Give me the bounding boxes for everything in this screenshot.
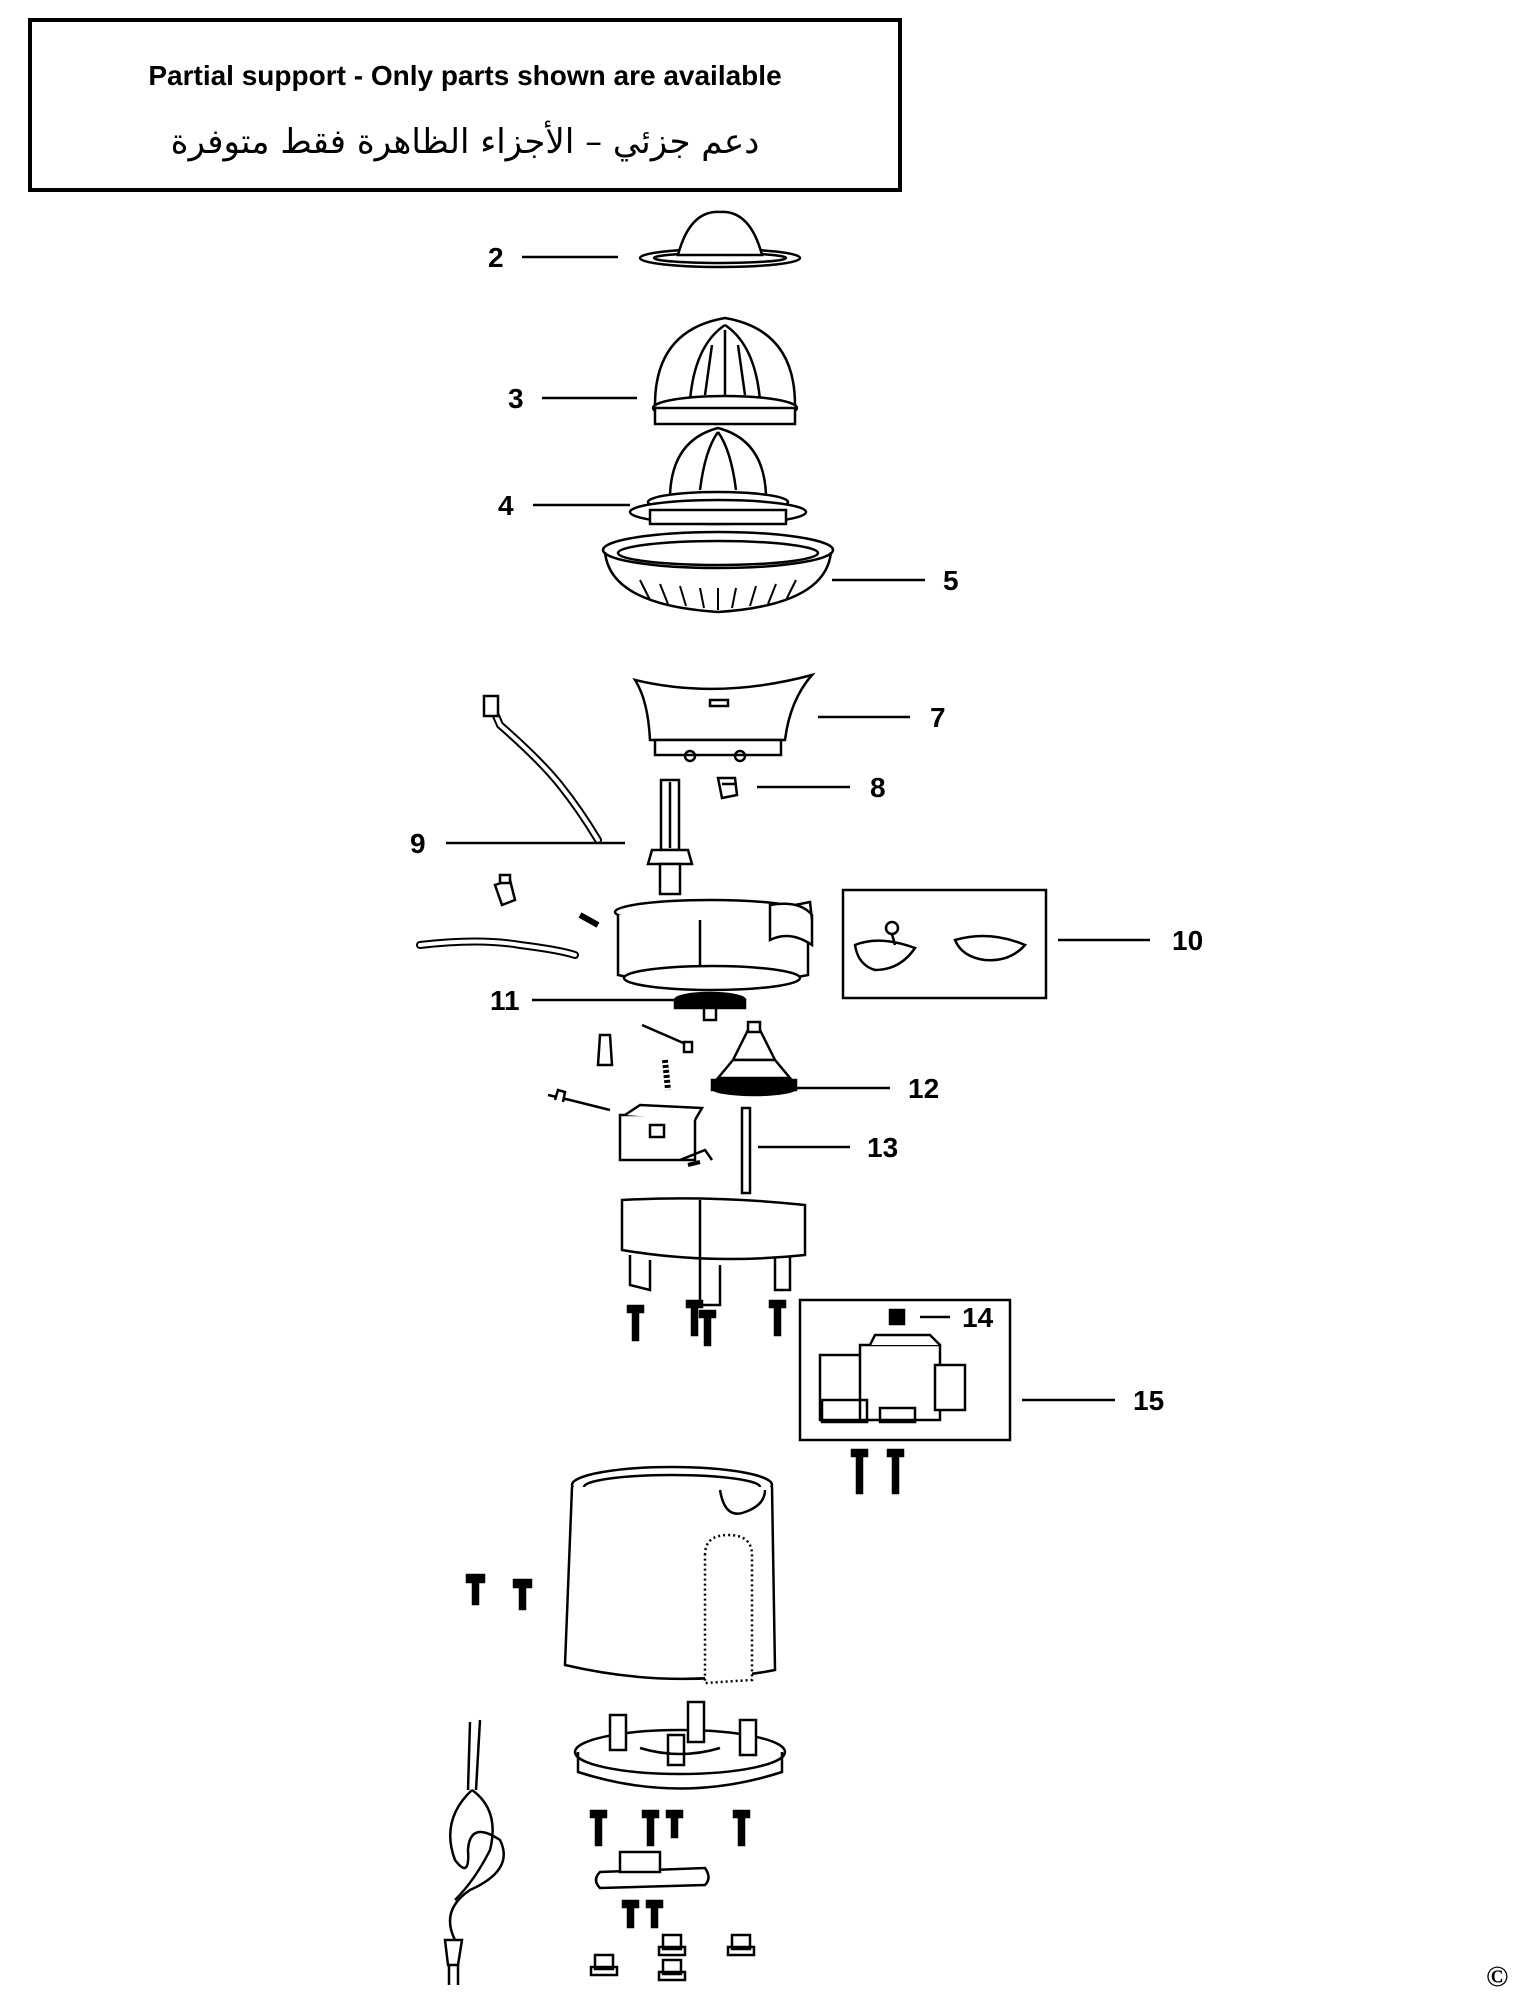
upper-housing [613,898,814,992]
pin [578,912,600,928]
callout-9: 9 [410,828,426,859]
screws-row-2 [850,1448,905,1495]
copyright-mark: © [1486,1960,1509,1993]
callout-11: 11 [490,985,520,1016]
availability-notice: Partial support - Only parts shown are a… [28,18,902,192]
switch-parts [547,1023,714,1167]
connector-cap [493,873,517,907]
part-3-cone-large [651,316,799,426]
part-13-rod [740,1106,752,1195]
part-15-motor-box [798,1298,1012,1442]
callout-10: 10 [1172,925,1203,956]
part-4-cone-small [628,426,808,526]
part-7-juice-container [632,672,816,763]
callout-7: 7 [930,702,946,733]
part-5-strainer-bowl [601,530,835,614]
part-12-drive-cone [710,1020,798,1097]
callout-3: 3 [508,383,524,414]
casing-screws [465,1573,533,1611]
part-10-kit-box [841,888,1048,1000]
notice-arabic: دعم جزئي – الأجزاء الظاهرة فقط متوفرة [170,122,760,162]
power-cord [443,1719,505,1985]
callout-leaders [446,255,1150,1402]
callout-2: 2 [488,242,504,273]
callout-12: 12 [908,1073,939,1104]
cable-segment [416,937,579,959]
clamp-screws [621,1899,664,1929]
callout-5: 5 [943,565,959,596]
callout-13: 13 [867,1132,898,1163]
part-2-cap [638,210,802,269]
base-plate [573,1700,787,1790]
part-11-gear [673,991,747,1022]
callout-15: 15 [1133,1385,1164,1416]
callout-4: 4 [498,490,514,521]
outer-casing [563,1465,777,1685]
part-8-clip [716,776,739,800]
notice-english: Partial support - Only parts shown are a… [148,60,782,91]
callout-14: 14 [962,1302,994,1333]
part-9-shaft [646,778,694,896]
screws-row-3 [589,1809,751,1847]
rubber-feet [589,1933,756,1982]
hose [482,694,602,844]
callout-labels: 2 3 4 5 7 8 9 10 11 12 13 14 15 [410,242,1203,1416]
middle-housing [620,1197,807,1307]
callout-8: 8 [870,772,886,803]
cord-clamp [594,1850,710,1890]
screws-row-1 [626,1299,787,1347]
